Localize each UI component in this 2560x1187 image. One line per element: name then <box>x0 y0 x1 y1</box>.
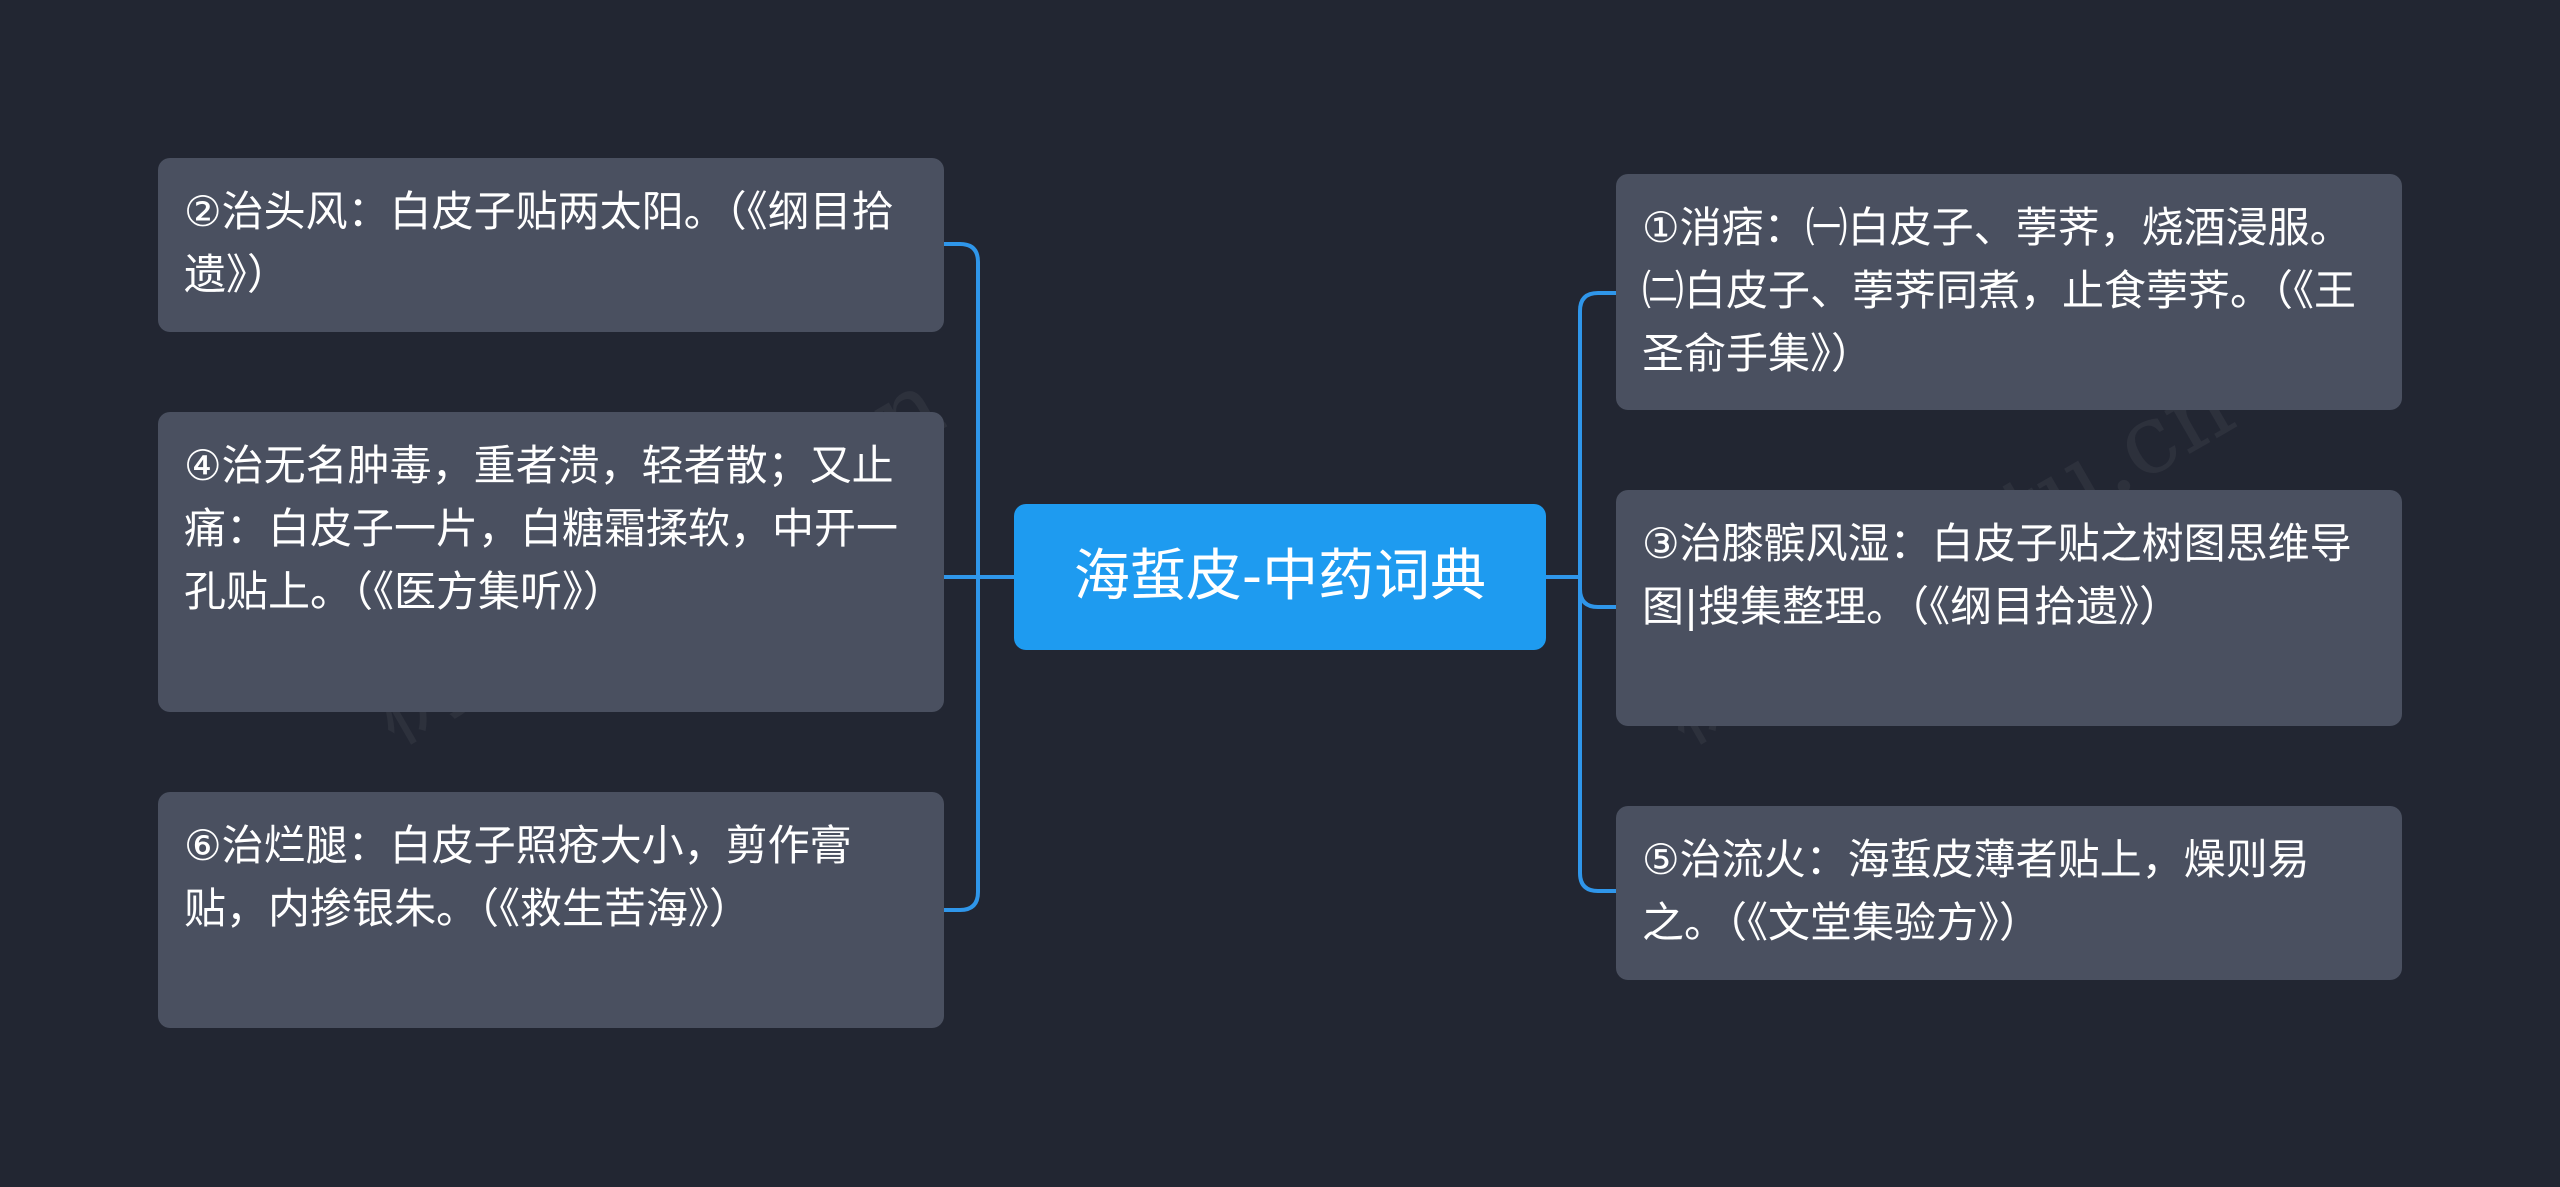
topic-node-right-2[interactable]: ③治膝髌风湿：白皮子贴之树图思维导图|搜集整理。（《纲目拾遗》） <box>1616 490 2402 726</box>
connector-left-3 <box>944 577 980 912</box>
topic-node-right-3[interactable]: ⑤治流火：海蜇皮薄者贴上，燥则易之。（《文堂集验方》） <box>1616 806 2402 980</box>
connector-left-1 <box>944 242 980 577</box>
topic-node-left-2[interactable]: ④治无名肿毒，重者溃，轻者散；又止痛：白皮子一片，白糖霜揉软，中开一孔贴上。（《… <box>158 412 944 712</box>
connector-right-2 <box>1578 577 1616 609</box>
topic-node-left-3[interactable]: ⑥治烂腿：白皮子照疮大小，剪作膏贴，内掺银朱。（《救生苦海》） <box>158 792 944 1028</box>
topic-node-left-1[interactable]: ②治头风：白皮子贴两太阳。（《纲目拾遗》） <box>158 158 944 332</box>
connector-right-3 <box>1578 577 1616 893</box>
connector-right-1 <box>1578 291 1616 577</box>
root-topic[interactable]: 海蜇皮-中药词典 <box>1014 504 1546 650</box>
topic-node-right-1[interactable]: ①消痞：㈠白皮子、荸荠，烧酒浸服。㈡白皮子、荸荠同煮，止食荸荠。（《王圣俞手集》… <box>1616 174 2402 410</box>
